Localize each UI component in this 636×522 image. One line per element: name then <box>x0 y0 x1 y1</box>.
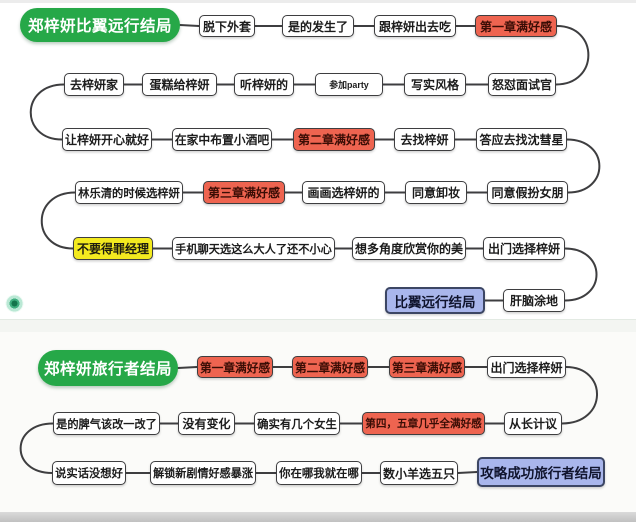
node-b2[interactable]: 第二章满好感 <box>292 356 368 378</box>
node-t3[interactable]: 跟梓妍出去吃 <box>374 15 456 37</box>
node-t15[interactable]: 答应去找沈彗星 <box>476 128 567 151</box>
node-t-start[interactable]: 郑梓妍比翼远行结局 <box>20 8 180 42</box>
node-t24[interactable]: 出门选择梓妍 <box>483 237 565 260</box>
node-b-start[interactable]: 郑梓妍旅行者结局 <box>38 350 178 386</box>
node-b1[interactable]: 第一章满好感 <box>197 356 273 378</box>
node-t14[interactable]: 去找梓妍 <box>394 128 455 151</box>
section-divider <box>0 319 636 333</box>
node-t23[interactable]: 想多角度欣赏你的美 <box>352 237 466 260</box>
node-b9[interactable]: 是的脾气该改一改了 <box>53 412 160 435</box>
node-t2[interactable]: 是的发生了 <box>282 15 354 37</box>
node-t22[interactable]: 手机聊天选这么大人了还不小心 <box>172 237 335 260</box>
node-t19[interactable]: 第三章满好感 <box>203 181 285 204</box>
node-t10[interactable]: 去梓妍家 <box>64 73 124 96</box>
node-t13[interactable]: 第二章满好感 <box>293 128 375 151</box>
node-b6[interactable]: 第四，五章几乎全满好感 <box>362 412 485 435</box>
bottom-edge-bar <box>0 512 636 522</box>
node-b14[interactable]: 攻略成功旅行者结局 <box>477 457 605 487</box>
node-t21[interactable]: 不要得罪经理 <box>73 237 153 260</box>
node-b11[interactable]: 解锁新剧情好感暴涨 <box>150 461 256 485</box>
node-b7[interactable]: 确实有几个女生 <box>254 412 340 435</box>
node-t11[interactable]: 让梓妍开心就好 <box>62 128 152 151</box>
node-t4[interactable]: 第一章满好感 <box>475 15 557 37</box>
node-b3[interactable]: 第三章满好感 <box>389 356 465 378</box>
node-t12[interactable]: 在家中布置小酒吧 <box>172 128 272 151</box>
green-dot-watermark-icon <box>5 294 24 313</box>
node-b10[interactable]: 说实话没想好 <box>52 461 126 485</box>
node-t1[interactable]: 脱下外套 <box>199 15 255 37</box>
node-b4[interactable]: 出门选择梓妍 <box>487 356 566 378</box>
node-t5[interactable]: 怒怼面试官 <box>488 73 556 96</box>
node-b8[interactable]: 没有变化 <box>178 412 235 435</box>
node-t6[interactable]: 写实风格 <box>404 73 466 96</box>
top-section-background <box>0 3 636 319</box>
node-t16[interactable]: 同意假扮女朋 <box>487 181 568 204</box>
node-b5[interactable]: 从长计议 <box>504 412 562 435</box>
node-t26[interactable]: 比翼远行结局 <box>385 287 485 314</box>
node-t20[interactable]: 林乐清的时候选梓妍 <box>75 181 183 204</box>
node-b12[interactable]: 你在哪我就在哪 <box>276 461 362 485</box>
node-t17[interactable]: 同意卸妆 <box>405 181 467 204</box>
node-b13[interactable]: 数小羊选五只 <box>380 461 458 485</box>
node-t8[interactable]: 听梓妍的 <box>234 73 294 96</box>
node-t18[interactable]: 画画选梓妍的 <box>302 181 385 204</box>
node-t25[interactable]: 肝脑涂地 <box>503 289 565 312</box>
node-t7[interactable]: 参加party <box>315 73 383 96</box>
node-t9[interactable]: 蛋糕给梓妍 <box>142 73 217 96</box>
